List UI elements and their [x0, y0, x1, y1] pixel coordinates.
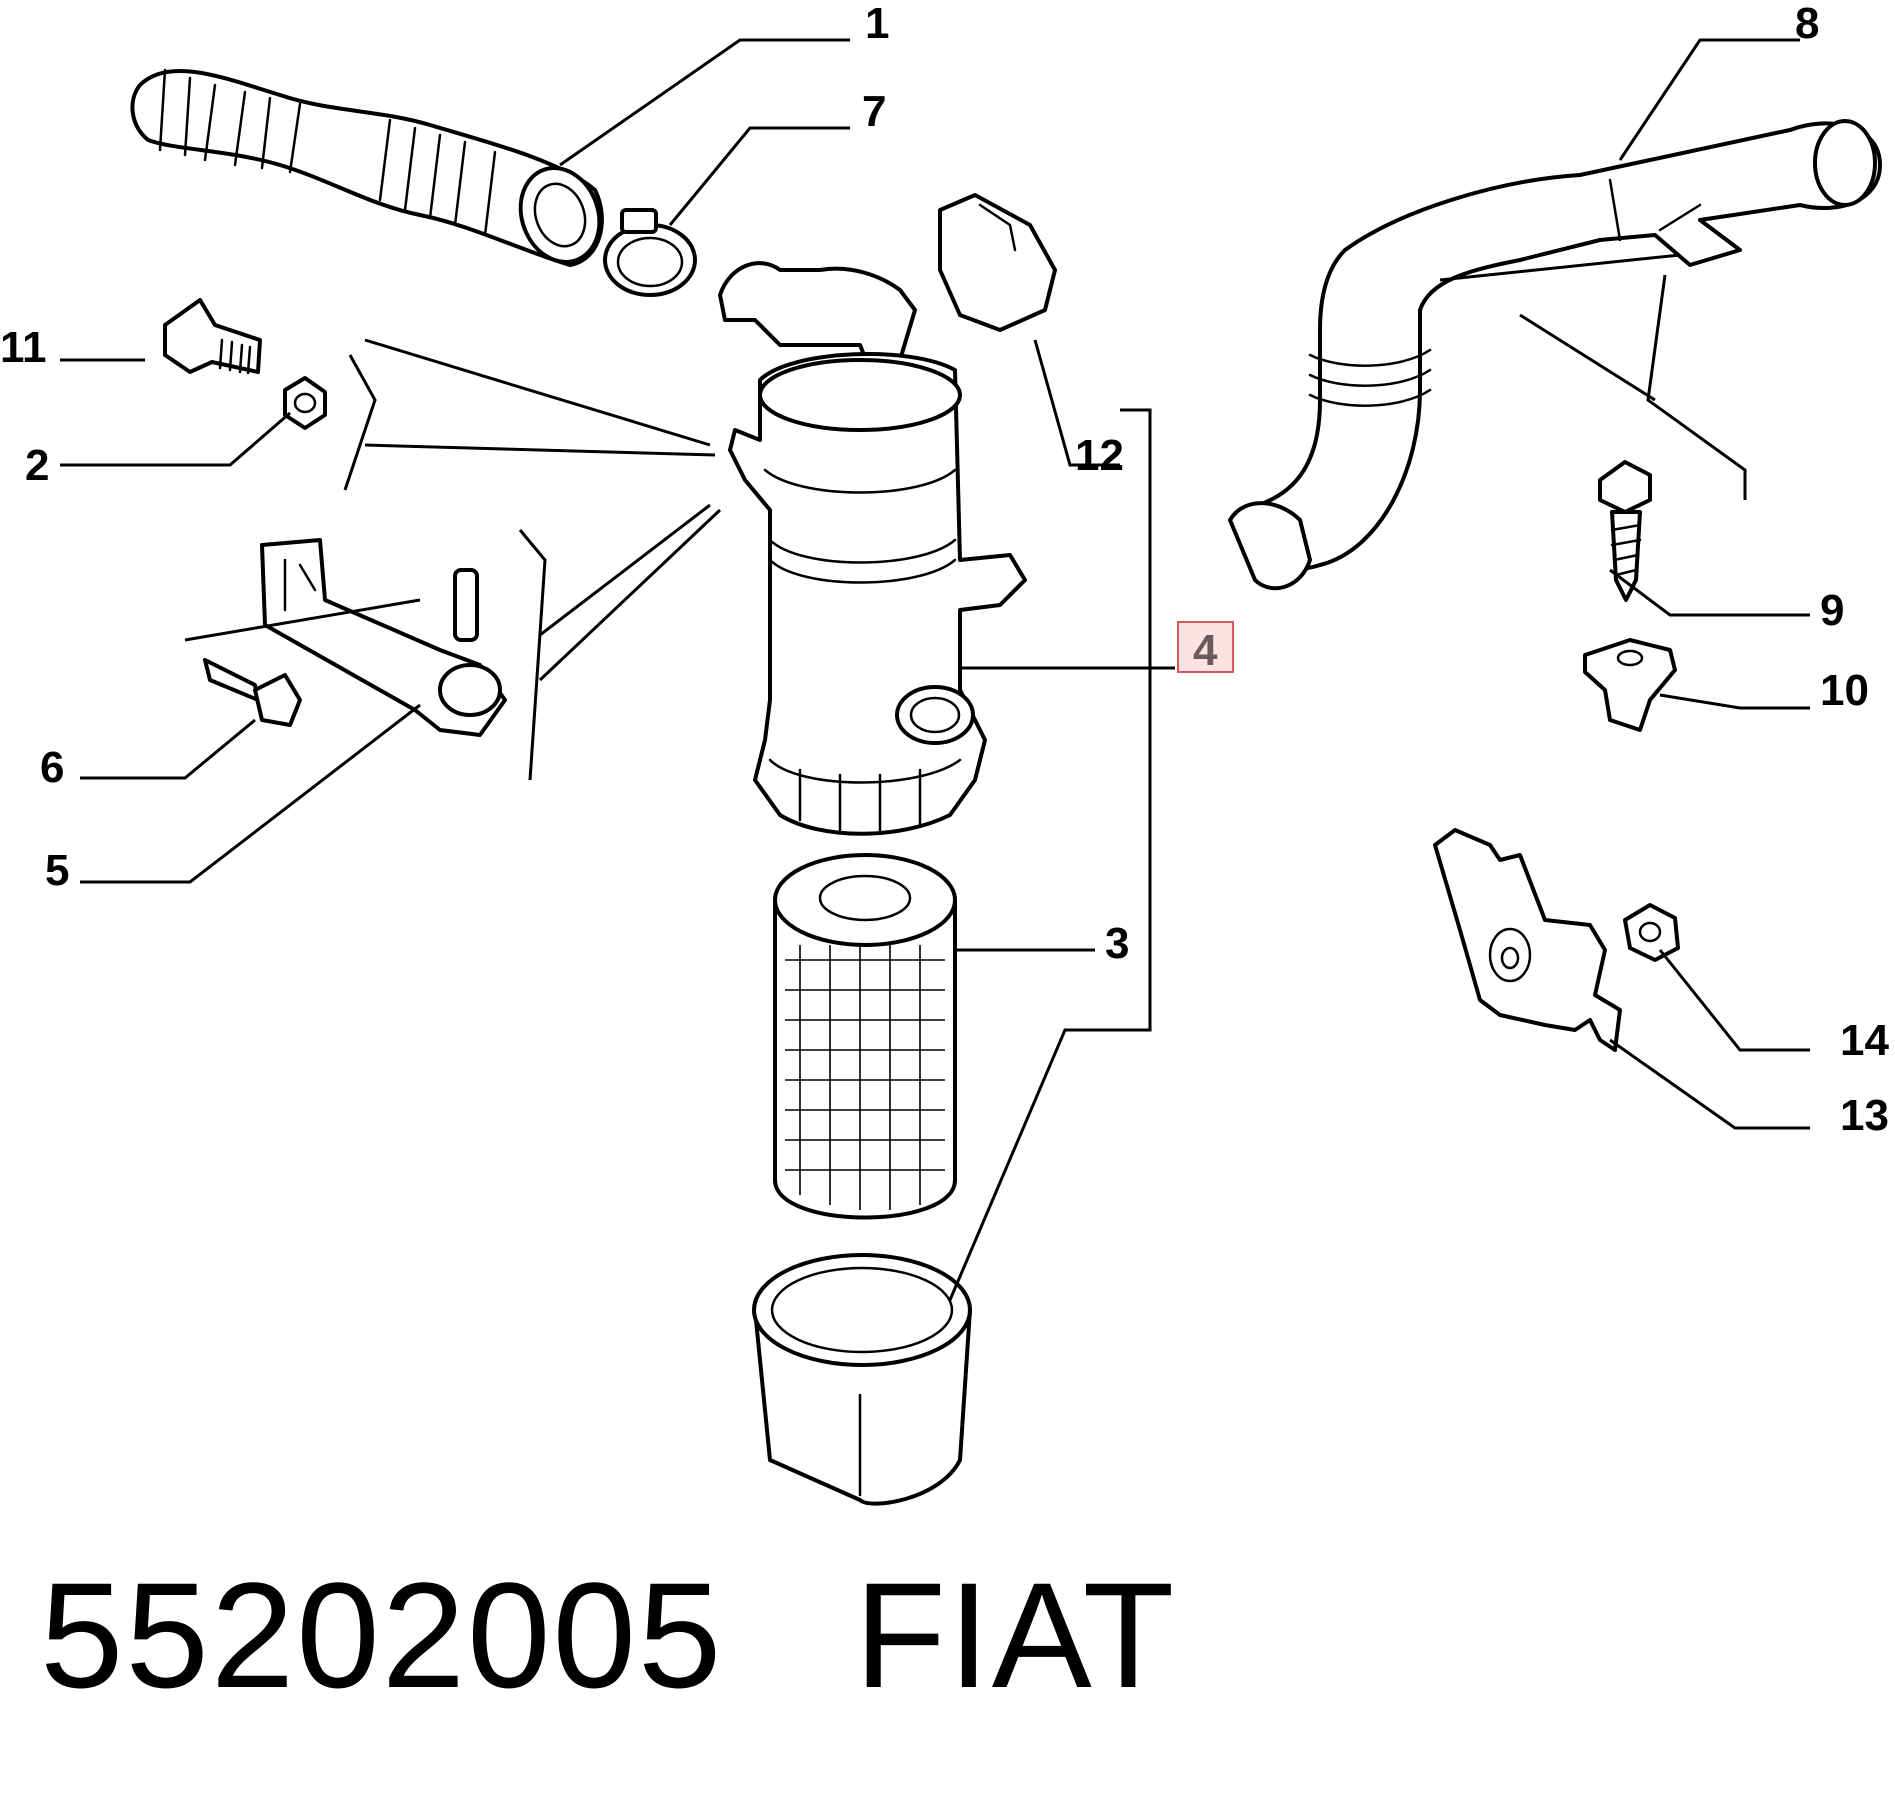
callout-4: 4	[1193, 626, 1218, 675]
callout-6: 6	[40, 743, 64, 792]
nut-icon	[1623, 903, 1680, 962]
highlight-box	[1177, 621, 1234, 673]
nut-icon	[283, 376, 327, 430]
filter-housing-icon	[718, 261, 1027, 836]
callout-14: 14	[1840, 1016, 1889, 1065]
screw-icon	[1598, 460, 1652, 602]
bracket-icon	[260, 538, 507, 737]
brand-name: FIAT	[854, 1551, 1177, 1719]
callout-1: 1	[865, 0, 889, 48]
clip-nut-icon	[1583, 638, 1677, 732]
callout-12: 12	[1075, 431, 1124, 480]
callout-11: 11	[0, 323, 47, 372]
part-number: 55202005	[40, 1551, 724, 1719]
bracket-icon	[1433, 828, 1622, 1052]
bolt-icon	[203, 658, 302, 727]
callout-10: 10	[1820, 666, 1869, 715]
clamp-icon	[603, 208, 697, 297]
bolt-icon	[163, 298, 262, 375]
callout-3: 3	[1105, 919, 1129, 968]
cup-icon	[752, 1253, 972, 1506]
leader-lines	[60, 38, 1810, 1301]
callout-2: 2	[25, 441, 49, 490]
callout-5: 5	[45, 846, 69, 895]
hose-icon	[130, 68, 604, 267]
pipe-icon	[1228, 119, 1882, 591]
callout-13: 13	[1840, 1091, 1889, 1140]
callout-7: 7	[862, 87, 886, 136]
callout-8: 8	[1795, 0, 1819, 48]
filter-cartridge-icon	[773, 853, 957, 1220]
callout-9: 9	[1820, 586, 1844, 635]
sensor-icon	[938, 193, 1057, 332]
highlighted-callout[interactable]: 4	[1177, 621, 1234, 675]
part-caption: 55202005 FIAT	[40, 1560, 1176, 1710]
